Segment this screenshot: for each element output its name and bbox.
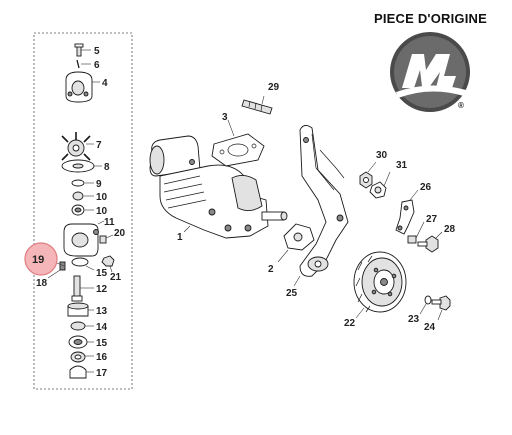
part-2-flange (277, 223, 315, 263)
part-26-bracket (395, 189, 419, 235)
part-30-nut (359, 161, 377, 189)
callout-10b: 10 (96, 206, 108, 217)
callout-11: 11 (104, 217, 115, 228)
callout-20: 20 (114, 228, 126, 239)
part-14-seal (70, 321, 94, 331)
part-10-seal-b (71, 204, 94, 216)
inset-frame (33, 32, 133, 390)
callout-31: 31 (396, 160, 408, 171)
callout-22: 22 (344, 318, 356, 329)
callout-29: 29 (268, 82, 280, 93)
part-20-fitting (99, 234, 114, 244)
callout-13: 13 (96, 306, 108, 317)
part-22-pulley (353, 251, 407, 319)
callout-25: 25 (286, 288, 298, 299)
callout-23: 23 (408, 314, 420, 325)
part-1-pump-assembly (149, 135, 288, 239)
part-28-bolt (417, 231, 443, 253)
part-15-ring-a (71, 257, 95, 271)
part-8-plate (61, 159, 102, 173)
part-17-cap (69, 365, 94, 379)
part-29-stud (241, 95, 273, 115)
callout-2: 2 (268, 264, 274, 275)
part-9-washer (71, 179, 94, 187)
part-23-washer (419, 295, 432, 315)
callout-9: 9 (96, 179, 102, 190)
callout-19: 19 (32, 254, 44, 266)
callout-3: 3 (222, 112, 228, 123)
callout-7: 7 (96, 140, 102, 151)
callout-6: 6 (94, 60, 100, 71)
part-3-gasket (211, 119, 265, 167)
part-5-screw (74, 43, 91, 57)
callout-21: 21 (110, 272, 122, 283)
page-title: PIECE D'ORIGINE (374, 11, 487, 26)
part-7-impeller (61, 132, 94, 161)
part-18-clip (47, 261, 66, 279)
callout-12: 12 (96, 284, 108, 295)
part-12-shaft (71, 275, 94, 302)
callout-14: 14 (96, 322, 108, 333)
mercury-logo: ® (390, 32, 470, 112)
callout-4: 4 (102, 78, 108, 89)
callout-10a: 10 (96, 192, 108, 203)
part-4-cover (65, 71, 100, 103)
part-10-seal-a (72, 191, 94, 201)
part-24-bolt (431, 295, 451, 321)
part-27-spacer (407, 221, 425, 244)
trademark-symbol: ® (458, 101, 464, 110)
part-6-pin (76, 59, 91, 69)
highlight-callout-19 (24, 242, 65, 276)
callout-24: 24 (424, 322, 436, 333)
callout-1: 1 (177, 232, 183, 243)
callout-26: 26 (420, 182, 432, 193)
callout-16: 16 (96, 352, 108, 363)
part-16-nut (70, 351, 94, 363)
callout-labels: 5 6 4 7 8 9 10 10 11 20 19 15 21 18 12 1… (32, 46, 456, 379)
callout-15b: 15 (96, 338, 108, 349)
part-25-bracket (293, 125, 349, 287)
part-21-nut (101, 255, 115, 273)
part-13-bearing (67, 302, 94, 317)
callout-27: 27 (426, 214, 438, 225)
callout-30: 30 (376, 150, 388, 161)
callout-18: 18 (36, 278, 48, 289)
callout-28: 28 (444, 224, 456, 235)
callout-5: 5 (94, 46, 100, 57)
callout-15a: 15 (96, 268, 108, 279)
callout-17: 17 (96, 368, 108, 379)
part-11-housing (63, 220, 105, 257)
inset-parts (47, 43, 115, 379)
part-15-ring-b (68, 335, 94, 349)
part-31-washer (369, 171, 391, 199)
callout-8: 8 (104, 162, 110, 173)
